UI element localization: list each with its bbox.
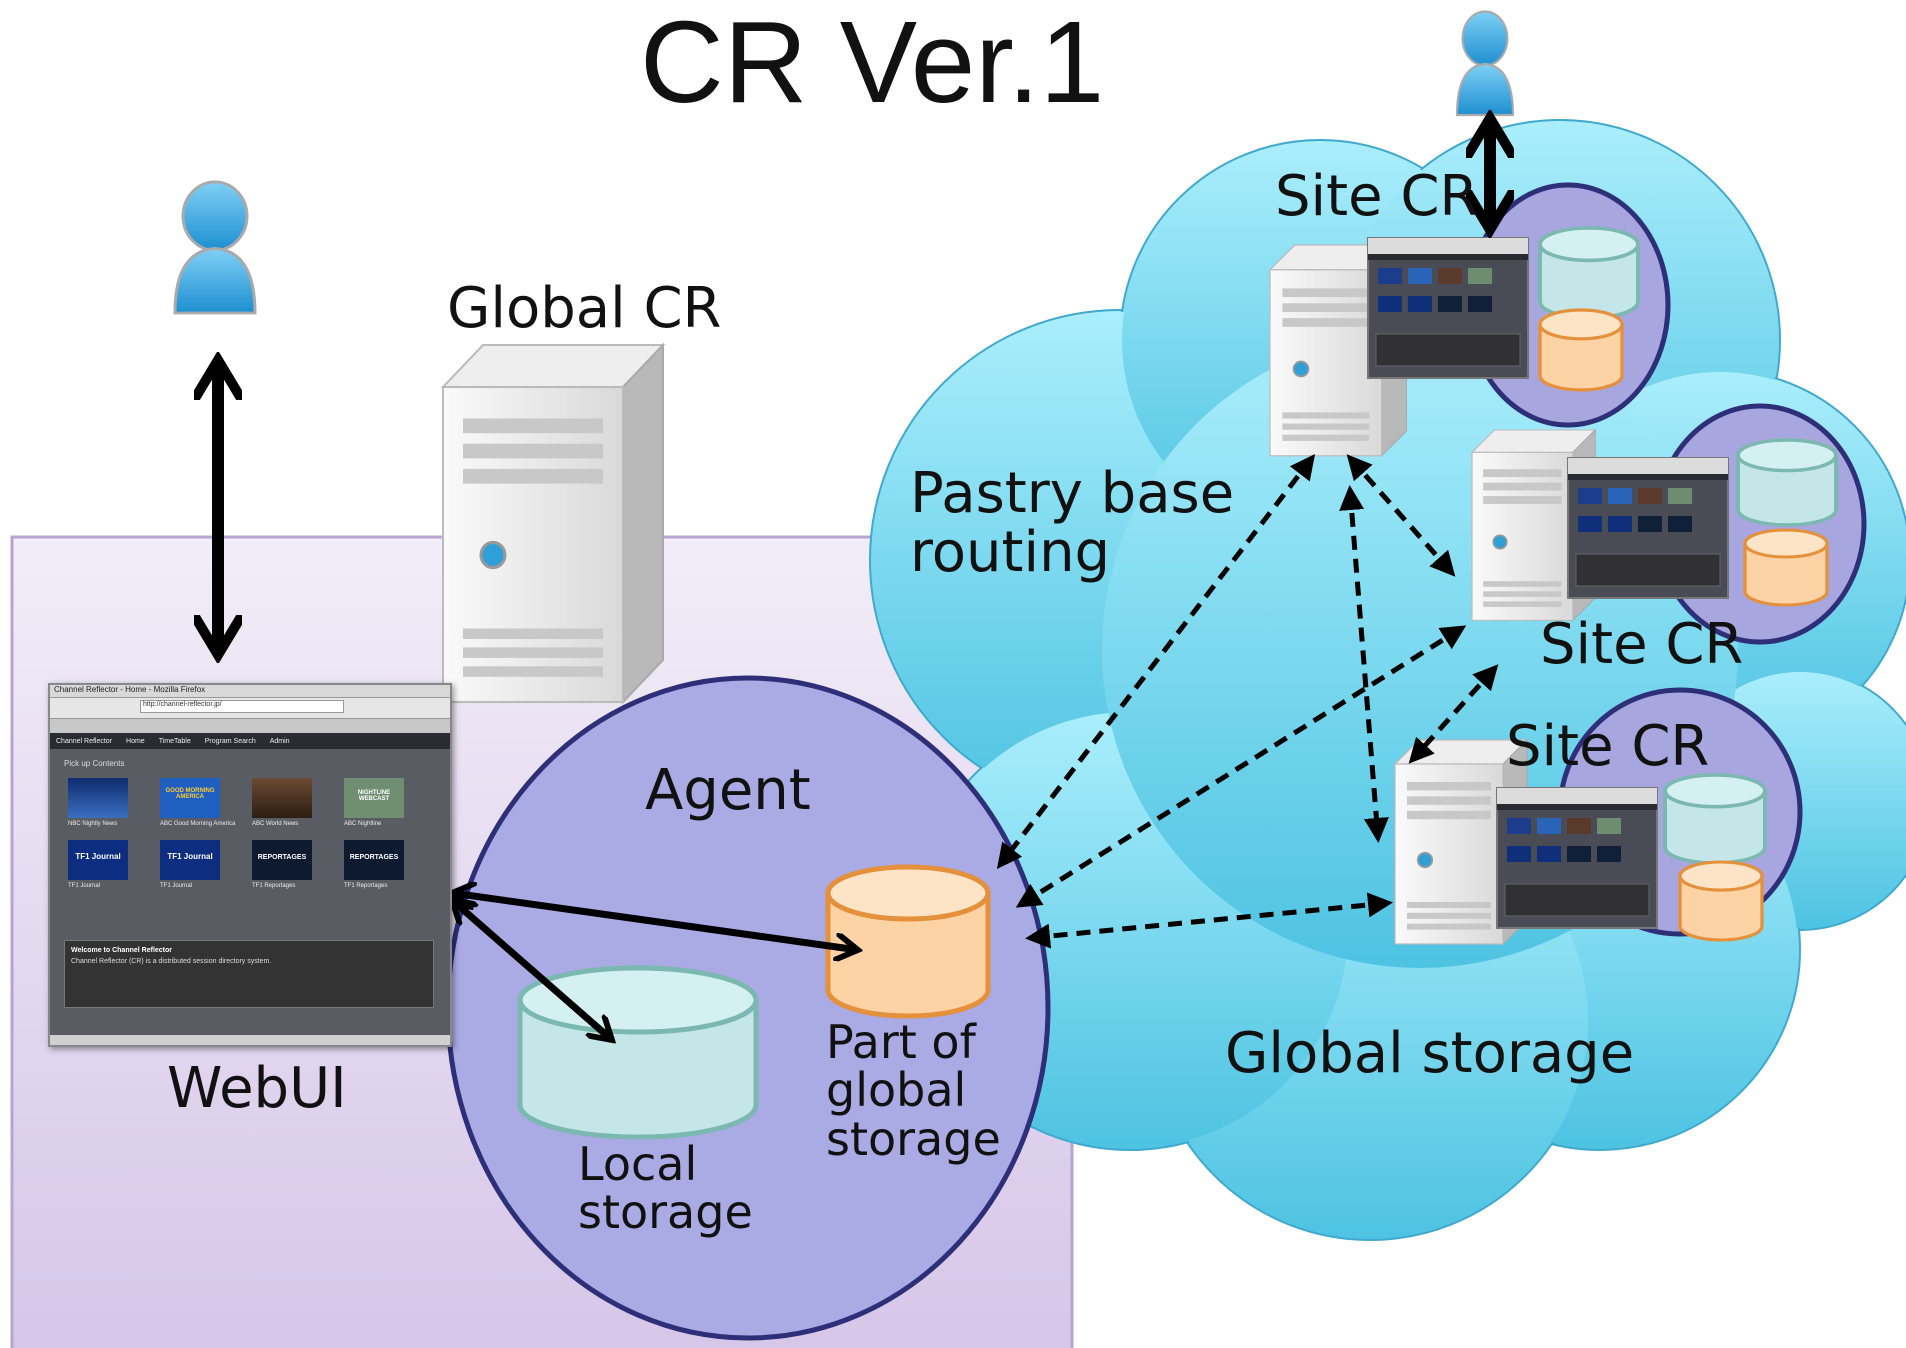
webui-global-part-arrow bbox=[452, 893, 858, 950]
site-cr-label-1: Site CR bbox=[1275, 164, 1479, 229]
nav-brand[interactable]: Channel Reflector bbox=[56, 737, 113, 745]
page-title: CR Ver.1 bbox=[640, 0, 1105, 127]
user-icon bbox=[173, 180, 257, 315]
nav-timetable[interactable]: TimeTable bbox=[158, 737, 191, 745]
webui-nav: Channel Reflector Home TimeTable Program… bbox=[50, 733, 450, 749]
pickup-heading: Pick up Contents bbox=[64, 759, 125, 768]
global-cr-label: Global CR bbox=[447, 276, 722, 341]
webui-label: WebUI bbox=[167, 1056, 347, 1121]
pastry-routing-arrows bbox=[996, 454, 1499, 949]
nav-admin[interactable]: Admin bbox=[269, 737, 290, 745]
global-storage-label: Global storage bbox=[1225, 1021, 1635, 1086]
global-storage-part-cylinder bbox=[825, 864, 991, 1019]
welcome-title: Welcome to Channel Reflector bbox=[71, 947, 173, 954]
local-storage-label: Local storage bbox=[578, 1137, 753, 1240]
nav-home[interactable]: Home bbox=[126, 737, 145, 745]
pastry-routing-label: Pastry base routing bbox=[910, 461, 1235, 585]
site-cr-3 bbox=[1394, 687, 1803, 945]
webui-screenshot: Channel Reflector - Home - Mozilla Firef… bbox=[48, 683, 452, 1047]
global-storage-part-label: Part of global storage bbox=[826, 1015, 1001, 1166]
global-cr-server bbox=[441, 343, 665, 704]
browser-tabs bbox=[50, 719, 450, 733]
content-item[interactable]: ABC World News bbox=[252, 778, 328, 828]
browser-address-bar[interactable]: http://channel-reflector.jp/ bbox=[140, 700, 344, 713]
browser-titlebar: Channel Reflector - Home - Mozilla Firef… bbox=[50, 685, 450, 698]
site-cr-1 bbox=[1269, 10, 1671, 457]
site-cr-label-3: Site CR bbox=[1506, 714, 1710, 779]
site-cr-2 bbox=[1471, 403, 1867, 645]
welcome-box: Welcome to Channel Reflector Channel Ref… bbox=[64, 940, 434, 1008]
agent-label: Agent bbox=[645, 758, 811, 823]
welcome-text: Channel Reflector (CR) is a distributed … bbox=[71, 958, 272, 965]
content-item[interactable]: NBC Nightly News bbox=[68, 778, 144, 828]
nav-program-search[interactable]: Program Search bbox=[204, 737, 256, 745]
browser-statusbar bbox=[50, 1035, 450, 1045]
site-cr-label-2: Site CR bbox=[1540, 612, 1744, 677]
